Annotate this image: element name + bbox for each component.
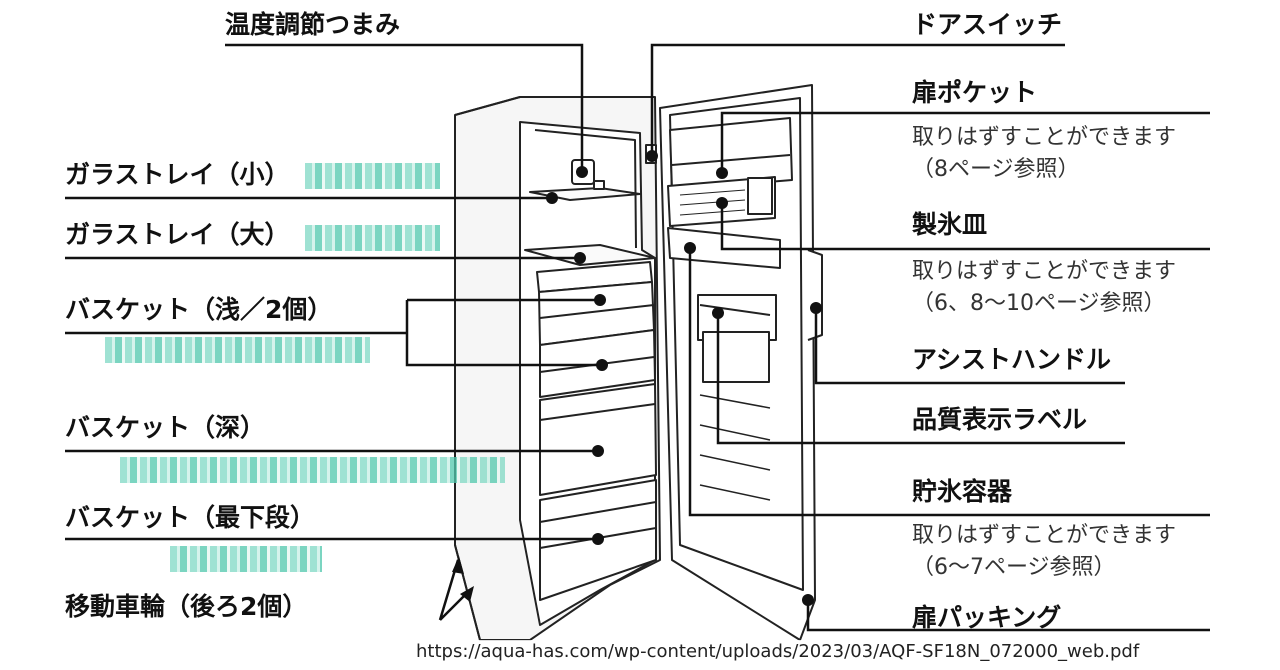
label-door-packing: 扉パッキング (912, 603, 1062, 632)
leader-basket-shallow (65, 298, 602, 367)
leader-dots (546, 150, 822, 606)
glass-tray-large-shape (524, 244, 656, 266)
label-ice-tray: 製氷皿 (912, 210, 988, 239)
label-glass-tray-small: ガラストレイ（小） (65, 160, 290, 189)
label-door-pocket: 扉ポケット (912, 78, 1038, 107)
label-glass-tray-large: ガラストレイ（大） (65, 220, 290, 249)
label-ice-storage: 貯氷容器 (912, 477, 1013, 506)
note-ice-storage-removable: 取りはずすことができます (912, 523, 1177, 548)
caster-arrows (452, 556, 474, 602)
blurred-part-number (120, 457, 505, 483)
blurred-part-number (305, 163, 440, 189)
leader-assist-handle (814, 310, 1125, 385)
label-basket-deep: バスケット（深） (65, 413, 266, 442)
note-ice-storage-page: （6～7ページ参照） (912, 555, 1116, 580)
label-basket-shallow: バスケット（浅／2個） (65, 295, 333, 324)
label-door-switch: ドアスイッチ (912, 10, 1063, 39)
cabinet-top-edge (454, 96, 521, 116)
label-quality-label: 品質表示ラベル (912, 405, 1088, 434)
label-casters: 移動車輪（後ろ2個） (65, 592, 308, 621)
inner-back-wall (534, 129, 637, 249)
leader-door-pocket (720, 111, 1210, 170)
freezer-illustration (454, 84, 823, 641)
note-door-pocket-removable: 取りはずすことができます (912, 125, 1177, 150)
leader-ice-storage (688, 245, 1210, 517)
leader-door-switch (650, 43, 1065, 152)
blurred-part-number (105, 337, 370, 363)
leader-quality-label (716, 313, 1125, 445)
blurred-part-number (170, 546, 322, 572)
door-inner-frame (669, 97, 804, 591)
door-pocket-shape (669, 117, 793, 191)
note-ice-tray-page: （6、8～10ページ参照） (912, 291, 1166, 316)
note-ice-tray-removable: 取りはずすことができます (912, 259, 1177, 284)
blurred-part-number (305, 225, 440, 251)
label-temp-knob: 温度調節つまみ (225, 10, 401, 39)
leader-temp-knob (225, 43, 584, 168)
leader-lines (65, 43, 1210, 632)
leader-ice-tray (720, 205, 1210, 251)
leader-door-packing (806, 600, 1210, 632)
note-door-pocket-page: （8ページ参照） (912, 157, 1080, 182)
label-basket-bottom: バスケット（最下段） (65, 503, 316, 532)
basket-deep-shape (539, 383, 657, 496)
source-url-link[interactable]: https://aqua-has.com/wp-content/uploads/… (412, 640, 1144, 664)
label-assist-handle: アシストハンドル (912, 345, 1112, 374)
